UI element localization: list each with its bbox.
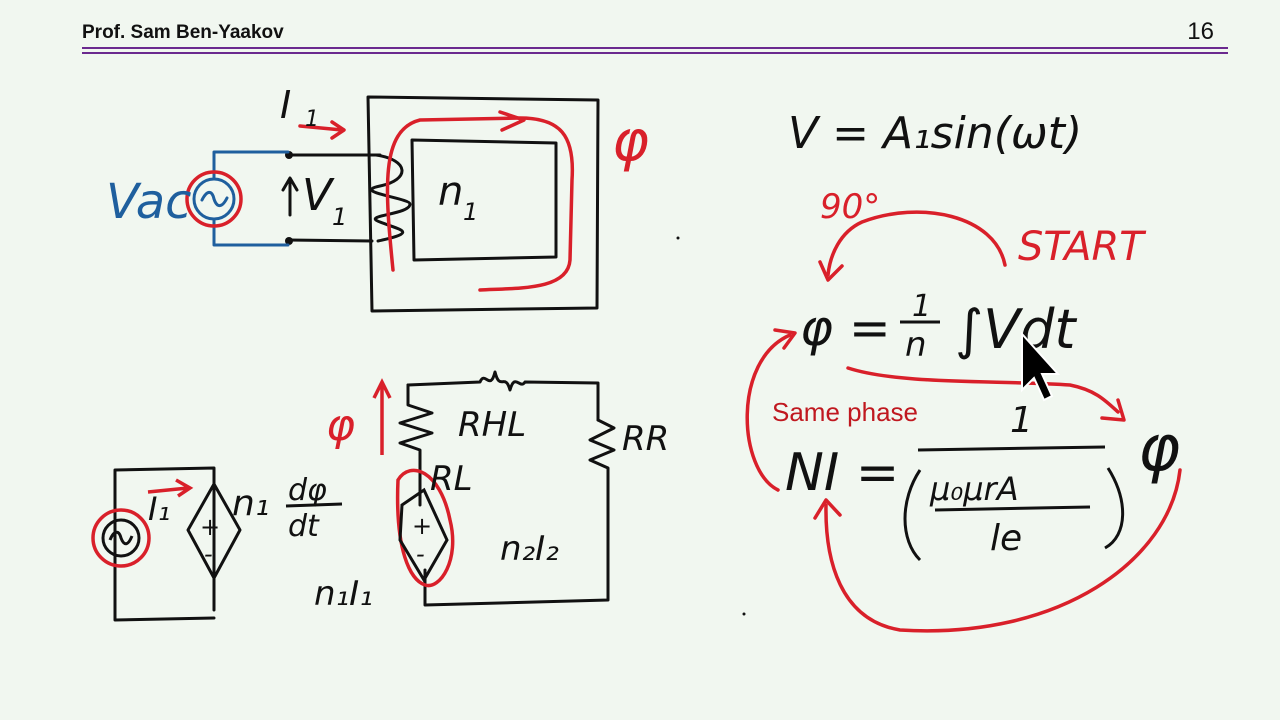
- emf-source: [186, 482, 242, 580]
- source-wire-bottom: [212, 218, 290, 247]
- bottom-sine-icon: [108, 530, 134, 546]
- flux-arrow-icon: [498, 110, 526, 132]
- emf-fraction-bar: [285, 502, 343, 508]
- voltage-equation: V = A₁sin(ωt): [788, 108, 1082, 159]
- flux-integral: ∫Vdt: [955, 298, 1077, 361]
- voltage-sub: 1: [332, 203, 347, 231]
- ac-source-ring: [185, 170, 243, 228]
- emf-numerator: dφ: [288, 473, 327, 508]
- mmf-right-paren: [1104, 467, 1125, 550]
- ninety-degree-arc: [826, 210, 1007, 277]
- flux-result: φ: [1138, 412, 1180, 486]
- emf-coefficient: n₁: [232, 483, 269, 524]
- ink-dot: [676, 236, 680, 240]
- header-divider: [82, 47, 1228, 49]
- page-number: 16: [1187, 18, 1214, 45]
- mouse-cursor-icon: [1021, 331, 1061, 402]
- mmf-source-label: n₁I₁: [314, 574, 373, 614]
- voltage-arrow-icon: [281, 176, 299, 217]
- mmf-source-ring: [395, 468, 455, 588]
- core-inner: [410, 138, 558, 262]
- resistor-rr: [423, 418, 616, 607]
- author-name: Prof. Sam Ben-Yaakov: [82, 22, 284, 43]
- mmf-fraction-bar: [917, 445, 1106, 452]
- transformer-current-label: I: [280, 83, 291, 127]
- magnetic-circuit: [113, 370, 616, 622]
- bottom-ac-source-icon: [101, 518, 141, 558]
- sine-wave-icon: [200, 190, 229, 208]
- mmf-left-paren: [903, 469, 922, 562]
- r-l-label: RL: [430, 459, 473, 499]
- loop-flux-label: φ: [326, 400, 355, 451]
- emf-minus-sign: -: [204, 540, 213, 568]
- ninety-degree-arrow-icon: [818, 260, 844, 282]
- flux-equation-lhs: φ =: [800, 299, 891, 357]
- flux-fraction-denominator: n: [905, 325, 927, 365]
- mmf-equation-lhs: NI =: [785, 443, 899, 503]
- mmf-plus-sign: +: [412, 512, 432, 540]
- mmf-minus-sign: -: [416, 540, 425, 568]
- emf-denominator: dt: [288, 509, 320, 544]
- mmf-denominator-bottom: le: [990, 518, 1022, 559]
- current-arrow-icon: [298, 120, 346, 140]
- bottom-current-arrow-icon: [147, 478, 194, 498]
- bottom-current-label: I₁: [148, 490, 170, 528]
- terminal-bottom: [285, 237, 293, 245]
- feedback-bottom-arc: [824, 468, 1182, 633]
- top-wire-rhl: [406, 370, 600, 422]
- start-label: START: [1018, 224, 1147, 270]
- ink-dot-2: [742, 612, 746, 616]
- header-divider-second: [82, 52, 1228, 54]
- bottom-ac-source-ring: [91, 508, 151, 568]
- mmf-inner-bar: [934, 505, 1091, 512]
- same-phase-label: Same phase: [772, 397, 918, 427]
- source-label: Vac: [106, 174, 192, 230]
- winding-coil: [370, 153, 412, 243]
- mmf-numerator: 1: [1010, 400, 1033, 441]
- r-r-label: RR: [622, 419, 669, 459]
- winding-bottom-lead: [286, 238, 374, 243]
- core-flux-label: φ: [612, 109, 649, 174]
- feedback-left-arrow-icon: [773, 328, 797, 350]
- feedback-bottom-arrow-icon: [813, 498, 842, 520]
- turns-sub: 1: [463, 198, 478, 226]
- loop-flux-arrow-icon: [372, 378, 392, 455]
- voltage-label: V: [302, 170, 335, 221]
- mmf-source: [398, 487, 449, 583]
- mmf-denominator-top: μ₀μrA: [929, 470, 1019, 508]
- resistor-rl: [398, 383, 434, 507]
- same-phase-arrow-icon: [1100, 398, 1126, 422]
- dep-source-label: n₂I₂: [500, 529, 559, 569]
- flux-path: [385, 116, 575, 292]
- ac-source-icon: [192, 177, 236, 221]
- feedback-left-arc: [745, 333, 792, 492]
- emf-plus-sign: +: [200, 513, 220, 541]
- transformer-current-sub: 1: [305, 107, 319, 132]
- transformer-sketch: [185, 95, 600, 313]
- phase-angle-label: 90°: [820, 187, 880, 227]
- flux-fraction-numerator: 1: [912, 289, 931, 324]
- turns-label: n: [438, 169, 463, 215]
- r-hl-label: RHL: [458, 405, 526, 445]
